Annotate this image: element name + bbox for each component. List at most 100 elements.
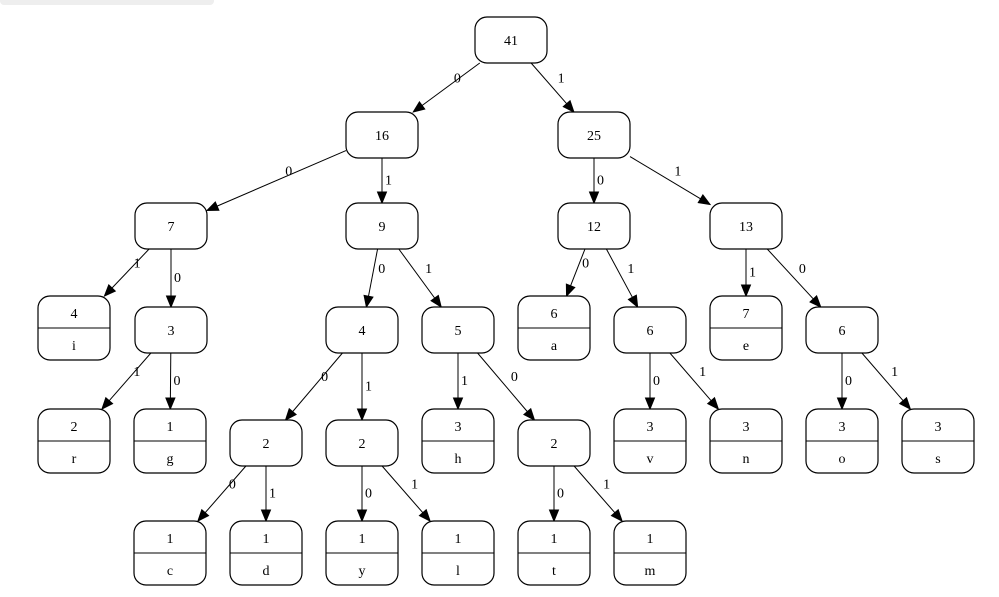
node-weight: 2 (359, 437, 366, 452)
edge-label: 1 (385, 174, 392, 189)
node-weight: 3 (647, 420, 654, 435)
arrowhead (706, 396, 720, 410)
arrowhead (627, 294, 639, 309)
edge-label: 0 (174, 271, 181, 286)
arrowhead (809, 294, 822, 308)
node-box (325, 306, 399, 354)
node-symbol: n (743, 452, 750, 467)
leaf-node: 6a (517, 295, 591, 361)
node-box (134, 306, 208, 354)
arrowhead (697, 194, 712, 206)
internal-node: 7 (134, 202, 208, 250)
node-weight: 2 (551, 437, 558, 452)
edge-line (398, 248, 436, 299)
node-weight: 1 (167, 532, 174, 547)
node-weight: 1 (647, 532, 654, 547)
edge: 0 (477, 352, 536, 422)
edge-line (111, 248, 150, 289)
edge-label: 1 (133, 365, 140, 380)
edge-line (216, 150, 347, 207)
internal-node: 16 (345, 111, 419, 159)
internal-node: 25 (557, 111, 631, 159)
node-weight: 25 (587, 129, 601, 144)
arrowhead (588, 191, 600, 205)
internal-node: 6 (613, 306, 687, 354)
edge-line (573, 465, 616, 514)
edge: 1 (740, 249, 756, 298)
arrowhead (356, 509, 368, 523)
leaf-node: 7e (709, 295, 783, 361)
edge-label: 0 (378, 262, 385, 277)
arrowhead (260, 509, 272, 523)
arrowhead (363, 294, 374, 309)
node-box (709, 202, 783, 250)
node-weight: 41 (504, 34, 518, 49)
edge: 1 (573, 465, 623, 522)
edge: 0 (766, 248, 822, 308)
node-weight: 5 (455, 324, 462, 339)
node-weight: 1 (263, 532, 270, 547)
node-weight: 3 (455, 420, 462, 435)
edge-label: 0 (597, 174, 604, 189)
node-symbol: h (455, 452, 462, 467)
node-weight: 13 (739, 220, 753, 235)
edge-label: 0 (285, 164, 292, 179)
edge: 0 (165, 352, 181, 411)
node-weight: 6 (839, 324, 846, 339)
edge-line (381, 465, 424, 514)
leaf-node: 1m (613, 520, 687, 586)
arrowhead (740, 284, 752, 298)
edge-line (108, 352, 152, 402)
node-box (229, 419, 303, 467)
edge-label: 1 (461, 374, 468, 389)
leaf-node: 1g (133, 408, 207, 474)
leaf-node: 1t (517, 520, 591, 586)
edge-line (477, 352, 528, 412)
arrowhead (356, 408, 368, 422)
window-tab-stub (0, 0, 214, 5)
edge-label: 1 (365, 380, 372, 395)
arrowhead (205, 201, 220, 211)
node-symbol: i (72, 339, 76, 354)
leaf-node: 3h (421, 408, 495, 474)
node-box (805, 306, 879, 354)
arrowhead (103, 284, 117, 297)
leaf-node: 1l (421, 520, 495, 586)
node-weight: 1 (551, 532, 558, 547)
edge: 1 (669, 352, 720, 410)
edge-line (204, 465, 247, 514)
node-weight: 7 (743, 307, 750, 322)
node-symbol: o (839, 452, 846, 467)
edge-line (861, 352, 904, 402)
edge-label: 0 (557, 487, 564, 502)
leaf-node: 2r (37, 408, 111, 474)
leaf-node: 1c (133, 520, 207, 586)
internal-node: 3 (134, 306, 208, 354)
node-symbol: a (551, 339, 558, 354)
arrowhead (836, 397, 848, 411)
node-weight: 6 (551, 307, 558, 322)
node-weight: 7 (168, 220, 175, 235)
edge-line (629, 156, 701, 200)
edge-label: 1 (134, 257, 141, 272)
node-weight: 12 (587, 220, 601, 235)
edge-label: 0 (511, 370, 518, 385)
edge: 0 (565, 248, 589, 298)
internal-node: 6 (805, 306, 879, 354)
edge: 0 (356, 466, 372, 523)
internal-node: 13 (709, 202, 783, 250)
node-box (474, 16, 548, 64)
node-weight: 6 (647, 324, 654, 339)
node-weight: 2 (263, 437, 270, 452)
node-weight: 1 (359, 532, 366, 547)
node-weight: 2 (71, 420, 78, 435)
node-box (134, 202, 208, 250)
edge-label: 0 (174, 374, 181, 389)
edge: 0 (284, 352, 343, 422)
edge-label: 0 (229, 477, 236, 492)
edge-label: 0 (653, 374, 660, 389)
edge-label: 0 (799, 262, 806, 277)
node-box (613, 306, 687, 354)
